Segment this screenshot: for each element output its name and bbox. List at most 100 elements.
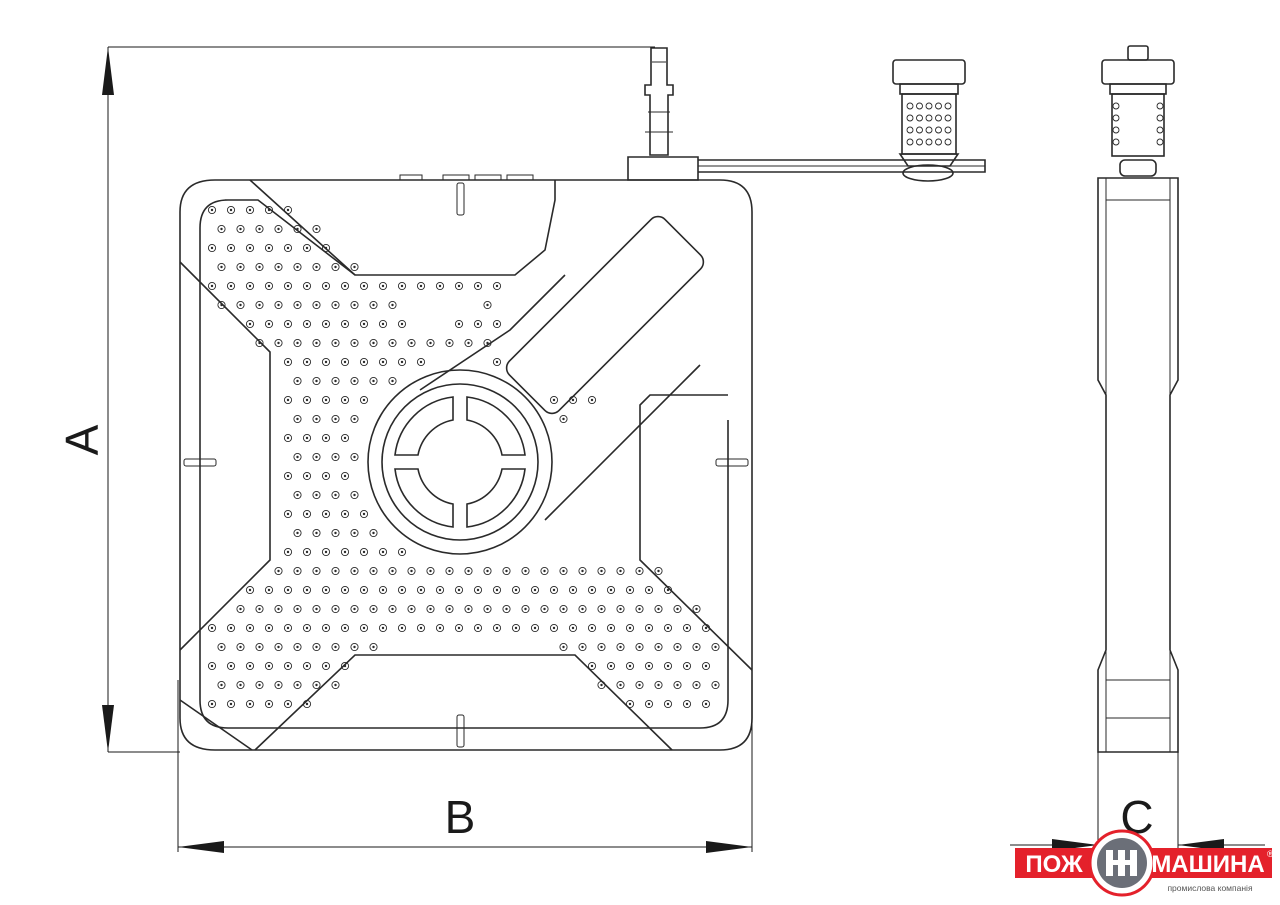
perforation-hole xyxy=(521,566,530,576)
perforation-hole xyxy=(673,604,682,614)
perforation-hole xyxy=(454,623,464,633)
perforation-hole xyxy=(207,661,217,671)
perforation-hole xyxy=(369,642,378,652)
perforation-hole xyxy=(625,699,635,709)
perforation-hole xyxy=(426,566,435,576)
perforation-hole xyxy=(283,319,293,329)
side-hub-cap xyxy=(1119,159,1157,177)
perforation-hole xyxy=(293,642,302,652)
perforation-hole xyxy=(293,566,302,576)
perforation-hole xyxy=(397,281,407,291)
perforation-hole xyxy=(625,585,635,595)
perforation-hole xyxy=(255,642,264,652)
perforation-hole xyxy=(473,319,483,329)
perforation-hole xyxy=(264,281,274,291)
perforation-hole xyxy=(321,471,331,481)
perforation-hole xyxy=(245,243,255,253)
perforation-hole xyxy=(454,281,464,291)
perforation-hole xyxy=(359,357,369,367)
perforation-hole xyxy=(578,642,587,652)
perforation-hole xyxy=(616,604,625,614)
logo-right-text: МАШИНА xyxy=(1151,851,1264,878)
perforation-hole xyxy=(369,376,378,386)
nozzle xyxy=(892,59,966,182)
perforation-hole xyxy=(606,661,616,671)
perforation-hole xyxy=(226,281,236,291)
perforation-hole xyxy=(578,566,587,576)
logo-registered-mark: ® xyxy=(1267,849,1274,859)
perforation-hole xyxy=(340,471,350,481)
perforation-hole xyxy=(692,680,701,690)
perforation-hole xyxy=(540,566,549,576)
perforation-hole xyxy=(312,224,321,234)
perforation-hole xyxy=(511,585,521,595)
perforation-hole xyxy=(312,604,321,614)
perforation-hole xyxy=(540,604,549,614)
perforation-hole xyxy=(283,585,293,595)
perforation-hole xyxy=(293,680,302,690)
perforation-hole xyxy=(587,623,597,633)
perforation-hole xyxy=(321,281,331,291)
perforation-hole xyxy=(397,319,407,329)
perforation-hole xyxy=(407,604,416,614)
perforation-hole xyxy=(388,338,397,348)
perforation-hole xyxy=(483,338,492,348)
logo-emblem-icon xyxy=(1106,850,1137,876)
perforation-hole xyxy=(378,547,388,557)
perforation-hole xyxy=(473,281,483,291)
perforation-hole xyxy=(454,585,464,595)
perforation-hole xyxy=(331,528,340,538)
perforation-hole xyxy=(331,262,340,272)
perforation-hole xyxy=(283,433,293,443)
perforation-hole xyxy=(264,205,274,215)
perforation-hole xyxy=(644,585,654,595)
perforation-hole xyxy=(245,623,255,633)
perforation-hole xyxy=(255,338,264,348)
perforation-hole xyxy=(663,699,673,709)
perforation-hole xyxy=(673,642,682,652)
perforation-hole xyxy=(369,528,378,538)
perforation-hole xyxy=(559,566,568,576)
perforation-hole xyxy=(312,376,321,386)
perforation-hole xyxy=(654,680,663,690)
perforation-hole xyxy=(587,585,597,595)
perforation-hole xyxy=(473,585,483,595)
perforation-hole xyxy=(502,604,511,614)
perforation-hole xyxy=(350,376,359,386)
perforation-hole xyxy=(502,566,511,576)
perforation-hole xyxy=(255,604,264,614)
perforation-hole xyxy=(255,224,264,234)
perforation-hole xyxy=(483,604,492,614)
perforation-hole xyxy=(559,414,568,424)
perforation-hole xyxy=(549,395,559,405)
perforation-hole xyxy=(340,547,350,557)
side-nozzle-head xyxy=(1101,59,1175,85)
perforation-hole xyxy=(236,680,245,690)
side-view xyxy=(1097,45,1179,753)
perforation-hole xyxy=(283,547,293,557)
perforation-hole xyxy=(350,642,359,652)
perforation-hole xyxy=(369,566,378,576)
perforation-hole xyxy=(293,262,302,272)
perforation-hole xyxy=(217,262,226,272)
perforation-hole xyxy=(293,490,302,500)
perforation-hole xyxy=(673,680,682,690)
perforation-hole xyxy=(331,376,340,386)
hub-inner-ring xyxy=(381,383,539,541)
perforation-hole xyxy=(207,205,217,215)
perforation-hole xyxy=(492,623,502,633)
perforation-hole xyxy=(654,604,663,614)
perforation-hole xyxy=(350,414,359,424)
perforation-hole xyxy=(587,395,597,405)
brand-logo: ПОЖ МАШИНА ® промислова компанія xyxy=(1015,829,1274,897)
perforation-hole xyxy=(635,680,644,690)
perforation-hole xyxy=(359,509,369,519)
perforation-hole xyxy=(492,585,502,595)
perforation-hole xyxy=(312,528,321,538)
dimension-b-label: B xyxy=(445,791,476,843)
perforation-hole xyxy=(207,281,217,291)
perforation-hole xyxy=(559,642,568,652)
perforation-hole xyxy=(350,604,359,614)
perforation-hole xyxy=(568,623,578,633)
perforation-hole xyxy=(521,604,530,614)
